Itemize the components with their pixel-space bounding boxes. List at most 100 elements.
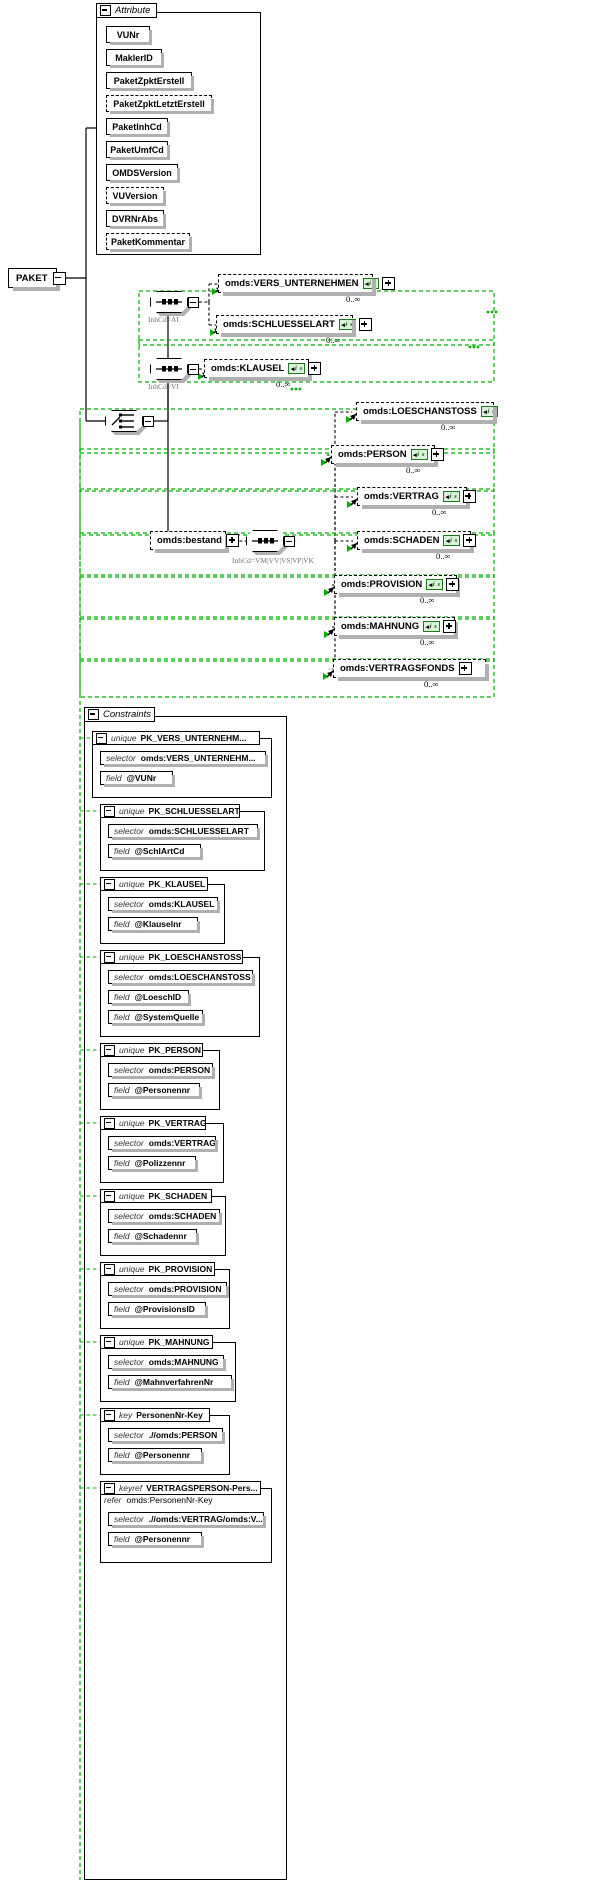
expand-plus-icon[interactable] <box>225 534 239 547</box>
sequence-collapse-icon[interactable] <box>188 296 199 308</box>
element-omds-vertragsfonds[interactable]: omds:VERTRAGSFONDS <box>333 659 489 681</box>
attribute-omdsversion[interactable]: OMDSVersion <box>106 164 180 183</box>
constraints-section-tab[interactable]: Constraints <box>84 707 155 722</box>
root-element-paket[interactable]: PAKET <box>8 268 66 291</box>
element-omds-provision[interactable]: omds:PROVISION i s <box>334 575 460 597</box>
constraint-header-pk-vers-unternehmen[interactable]: unique PK_VERS_UNTERNEHM... <box>92 731 260 745</box>
constraint-header-pk-loeschanstoss[interactable]: unique PK_LOESCHANSTOSS <box>100 950 243 964</box>
minus-icon[interactable] <box>104 1263 115 1275</box>
minus-icon[interactable] <box>96 732 107 744</box>
constraint-selector-row[interactable]: selector omds:LOESCHANSTOSS <box>108 970 255 986</box>
collapse-minus-icon[interactable] <box>52 271 66 285</box>
constraint-header-personennr-key[interactable]: key PersonenNr-Key <box>100 1408 210 1422</box>
constraint-field-row[interactable]: field @Personennr <box>108 1448 204 1464</box>
constraint-field-row[interactable]: field @LoeschID <box>108 990 191 1006</box>
minus-icon[interactable] <box>104 1336 115 1348</box>
constraint-selector-row[interactable]: selector omds:VERTRAG <box>108 1136 218 1152</box>
sequence-compositor-bestand[interactable] <box>246 530 295 555</box>
constraints-frame <box>84 716 287 1880</box>
constraint-selector-row[interactable]: selector omds:SCHADEN <box>108 1209 222 1225</box>
attribute-paketzpkterstell[interactable]: PaketZpktErstell <box>106 72 194 91</box>
constraint-field-row[interactable]: field @Schadennr <box>108 1229 199 1245</box>
expand-plus-icon[interactable] <box>382 277 396 290</box>
element-omds-vers-unternehmen[interactable]: omds:VERS_UNTERNEHMEN i s <box>218 274 396 296</box>
minus-icon[interactable] <box>104 1409 115 1421</box>
constraint-field-row[interactable]: field @Polizzennr <box>108 1156 198 1172</box>
constraint-selector-row[interactable]: selector omds:PERSON <box>108 1063 215 1079</box>
element-label: omds:VERTRAGSFONDS <box>340 663 455 674</box>
attribute-vuversion[interactable]: VUVersion <box>106 187 166 206</box>
minus-icon[interactable] <box>88 709 99 720</box>
constraint-header-pk-mahnung[interactable]: unique PK_MAHNUNG <box>100 1335 213 1349</box>
choice-compositor[interactable] <box>105 410 154 435</box>
element-omds-schaden[interactable]: omds:SCHADEN i s <box>357 531 477 553</box>
expand-plus-icon[interactable] <box>430 448 444 461</box>
sequence-compositor-ai[interactable] <box>150 291 199 316</box>
constraint-field-row[interactable]: field @SchlArtCd <box>108 844 203 860</box>
attribute-dvrnrabs[interactable]: DVRNrAbs <box>106 210 166 229</box>
constraint-header-pk-klausel[interactable]: unique PK_KLAUSEL <box>100 877 208 891</box>
minus-icon[interactable] <box>104 951 115 963</box>
expand-plus-icon[interactable] <box>463 534 477 547</box>
constraint-selector-row[interactable]: selector .//omds:VERTRAG/omds:V... <box>108 1512 266 1528</box>
minus-icon[interactable] <box>104 878 115 890</box>
row-value: @LoeschID <box>134 992 182 1002</box>
element-omds-vertrag[interactable]: omds:VERTRAG i s <box>357 487 476 509</box>
attribute-paketumfcd[interactable]: PaketUmfCd <box>106 141 170 160</box>
attribute-maklerid[interactable]: MaklerID <box>106 49 164 68</box>
minus-icon[interactable] <box>104 1044 115 1056</box>
constraint-header-vertragsperson-keyref[interactable]: keyref VERTRAGSPERSON-Pers... <box>100 1481 261 1495</box>
attribute-vunr[interactable]: VUNr <box>106 26 152 45</box>
minus-icon[interactable] <box>104 805 115 817</box>
minus-icon[interactable] <box>104 1117 115 1129</box>
constraint-field-row[interactable]: field @MahnverfahrenNr <box>108 1375 234 1391</box>
attribute-paketinhcd[interactable]: PaketInhCd <box>106 118 170 137</box>
constraint-selector-row[interactable]: selector omds:KLAUSEL <box>108 897 220 913</box>
constraint-group <box>100 1123 224 1183</box>
constraint-header-pk-vertrag[interactable]: unique PK_VERTRAG <box>100 1116 207 1130</box>
constraint-field-row[interactable]: field @Klauselnr <box>108 917 200 933</box>
attribute-section-tab[interactable]: Attribute <box>96 3 157 18</box>
constraint-field-row[interactable]: field @VUNr <box>100 771 175 787</box>
expand-plus-icon[interactable] <box>443 620 456 633</box>
sequence-compositor-vi[interactable] <box>150 358 199 383</box>
constraint-selector-row[interactable]: selector omds:PROVISION <box>108 1282 229 1298</box>
sequence-collapse-icon[interactable] <box>188 363 199 375</box>
attribute-paketzpktletzterstell[interactable]: PaketZpktLetztErstell <box>106 95 214 114</box>
element-label: omds:KLAUSEL <box>211 363 285 374</box>
minus-icon[interactable] <box>104 1482 115 1494</box>
constraint-name: PK_PERSON <box>148 1045 201 1055</box>
constraint-selector-row[interactable]: selector omds:SCHLUESSELART <box>108 824 260 840</box>
constraint-header-pk-schaden[interactable]: unique PK_SCHADEN <box>100 1189 212 1203</box>
constraint-name: PK_SCHADEN <box>148 1191 208 1201</box>
constraint-group <box>92 738 272 798</box>
expand-plus-icon[interactable] <box>458 662 472 675</box>
minus-icon[interactable] <box>100 5 111 16</box>
element-omds-mahnung[interactable]: omds:MAHNUNG i s <box>334 617 458 639</box>
constraint-field-row[interactable]: field @Personennr <box>108 1532 204 1548</box>
choice-collapse-icon[interactable] <box>143 415 154 427</box>
expand-plus-icon[interactable] <box>446 578 460 591</box>
constraint-selector-row[interactable]: selector .//omds:PERSON <box>108 1428 225 1444</box>
constraint-header-pk-schluesselart[interactable]: unique PK_SCHLUESSELART <box>100 804 240 818</box>
constraint-field-row[interactable]: field @Personennr <box>108 1083 202 1099</box>
row-value: omds:SCHLUESSELART <box>148 826 249 836</box>
element-omds-bestand[interactable]: omds:bestand <box>150 531 239 553</box>
constraint-field-row[interactable]: field @ProvisionsID <box>108 1302 208 1318</box>
constraint-selector-row[interactable]: selector omds:VERS_UNTERNEHM... <box>100 751 268 767</box>
constraint-header-pk-provision[interactable]: unique PK_PROVISION <box>100 1262 215 1276</box>
minus-icon[interactable] <box>104 1190 115 1202</box>
attribute-paketkommentar[interactable]: PaketKommentar <box>106 233 192 252</box>
expand-plus-icon[interactable] <box>308 362 322 375</box>
constraint-header-pk-person[interactable]: unique PK_PERSON <box>100 1043 203 1057</box>
expand-plus-icon[interactable] <box>358 318 372 331</box>
element-omds-klausel[interactable]: omds:KLAUSEL i s <box>204 359 322 381</box>
element-omds-schluesselart[interactable]: omds:SCHLUESSELART i s <box>216 315 372 337</box>
element-omds-person[interactable]: omds:PERSON i s <box>331 445 444 467</box>
sequence-collapse-icon[interactable] <box>284 535 295 547</box>
constraint-field-row[interactable]: field @SystemQuelle <box>108 1010 205 1026</box>
element-omds-loeschanstoss[interactable]: omds:LOESCHANSTOSS i s <box>356 402 498 424</box>
expand-plus-icon[interactable] <box>462 490 476 503</box>
row-keyword: field <box>114 1012 130 1022</box>
constraint-selector-row[interactable]: selector omds:MAHNUNG <box>108 1355 226 1371</box>
